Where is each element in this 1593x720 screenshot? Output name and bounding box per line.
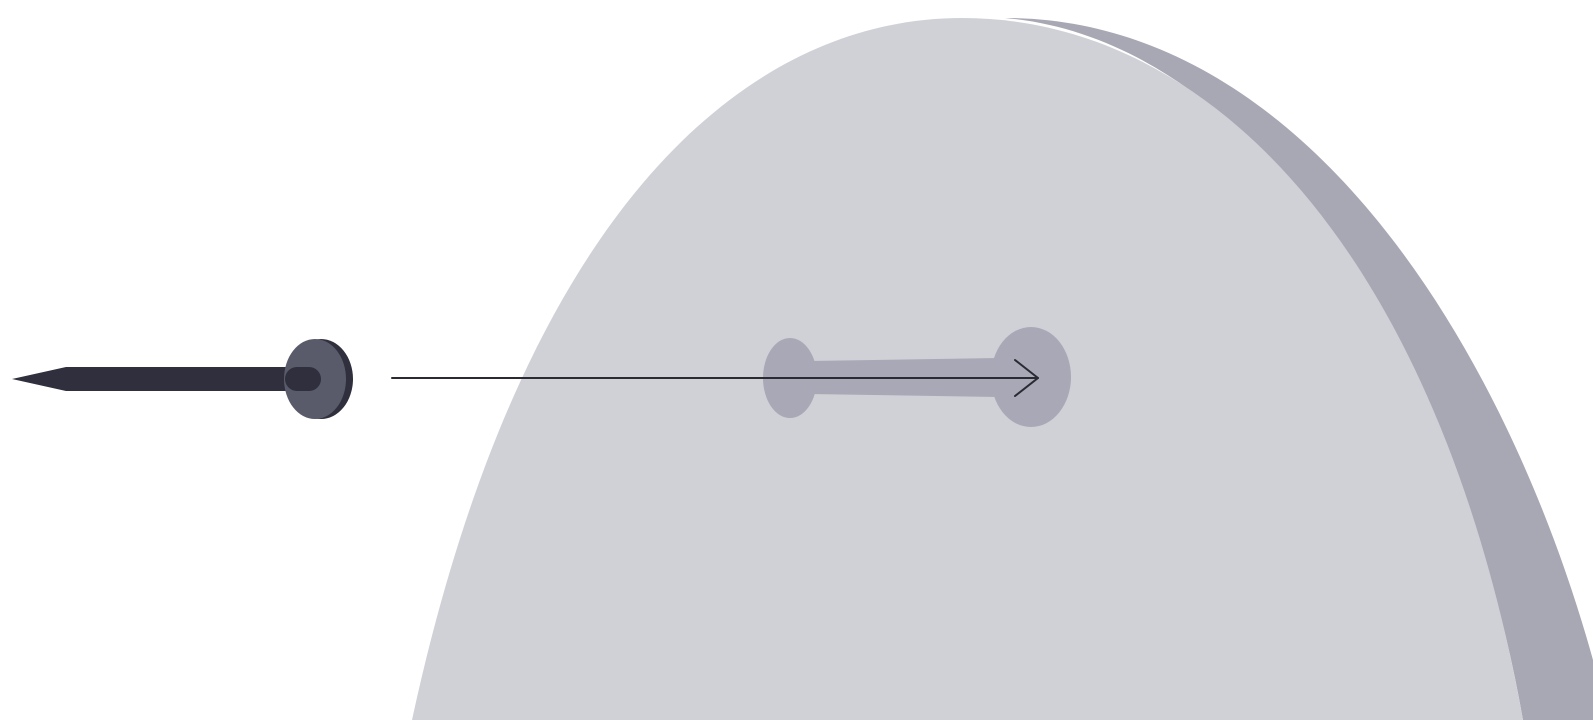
nail-shaft-end: [285, 367, 321, 391]
nail-shaft: [12, 367, 317, 391]
nail-icon: [12, 339, 353, 419]
